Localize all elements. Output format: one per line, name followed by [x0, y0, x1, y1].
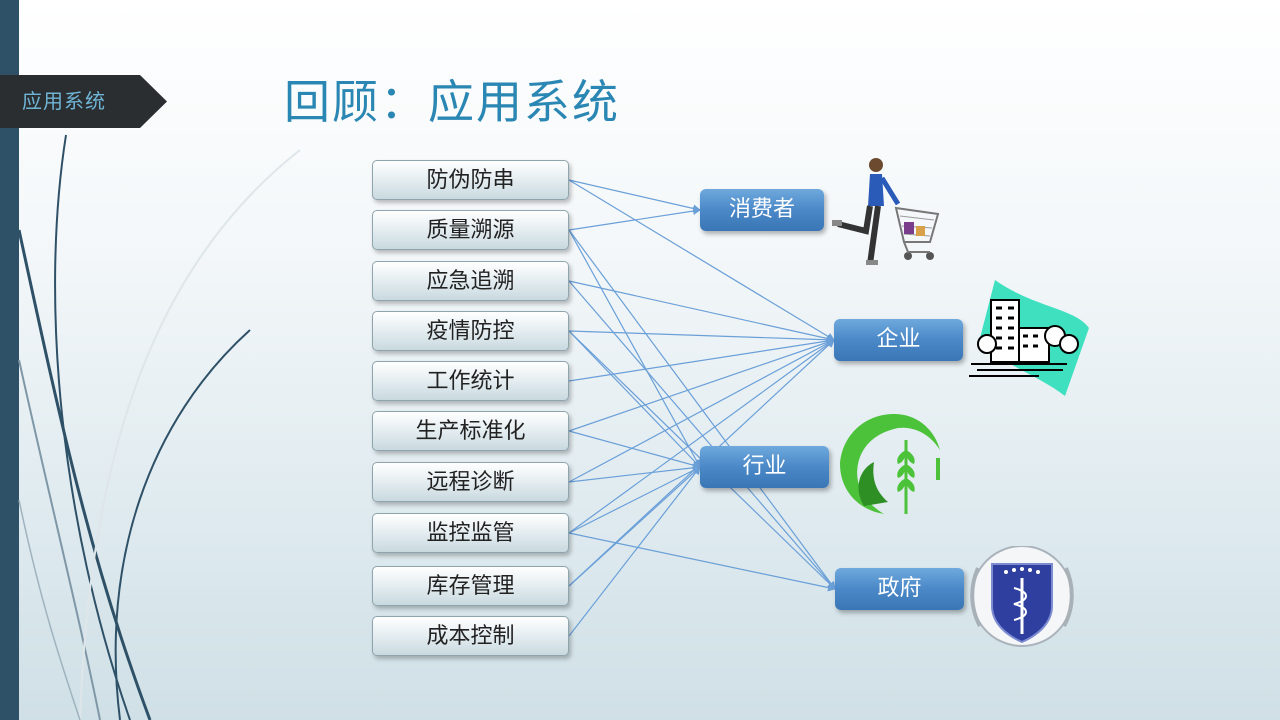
link-line-11	[568, 338, 835, 432]
link-line-6	[568, 280, 836, 590]
link-line-19	[568, 466, 701, 587]
function-box-emergency-trace: 应急追溯	[372, 261, 569, 301]
link-line-13	[568, 339, 835, 483]
tag-arrow-shape	[0, 75, 167, 128]
section-tag: 应用系统	[0, 75, 168, 128]
link-line-16	[568, 466, 701, 534]
function-box-remote-diagnosis: 远程诊断	[372, 462, 569, 502]
animal-health-badge-icon	[970, 546, 1074, 647]
wheat-leaf-logo-icon	[840, 414, 940, 514]
link-line-12	[568, 430, 701, 470]
function-box-epidemic-control: 疫情防控	[372, 311, 569, 351]
page-title: 回顾：应用系统	[284, 75, 620, 129]
link-line-0	[568, 179, 701, 213]
target-box-government: 政府	[835, 568, 964, 610]
link-line-2	[568, 207, 701, 231]
function-box-cost-control: 成本控制	[372, 616, 569, 656]
link-line-4	[568, 229, 836, 590]
shopper-with-cart-icon	[832, 158, 940, 265]
target-box-industry: 行业	[700, 446, 829, 488]
function-box-anti-counterfeit: 防伪防串	[372, 160, 569, 200]
section-tag-label: 应用系统	[22, 89, 106, 113]
function-box-inventory: 库存管理	[372, 566, 569, 606]
function-box-work-statistics: 工作统计	[372, 361, 569, 401]
function-box-production-standard: 生产标准化	[372, 411, 569, 451]
link-line-17	[568, 532, 836, 592]
link-line-7	[568, 330, 835, 344]
function-box-quality-trace: 质量溯源	[372, 210, 569, 250]
decorative-curves	[17, 134, 301, 720]
link-line-20	[568, 466, 701, 637]
link-line-1	[568, 179, 835, 341]
city-buildings-icon	[969, 280, 1089, 396]
link-line-15	[568, 339, 835, 534]
link-line-14	[568, 463, 701, 483]
left-sidebar-bar	[0, 0, 19, 720]
link-line-3	[568, 229, 701, 468]
link-line-8	[568, 330, 701, 468]
target-box-consumer: 消费者	[700, 189, 824, 231]
link-line-5	[568, 280, 835, 343]
function-box-monitoring: 监控监管	[372, 513, 569, 553]
target-box-enterprise: 企业	[834, 319, 963, 361]
link-line-10	[568, 337, 835, 382]
